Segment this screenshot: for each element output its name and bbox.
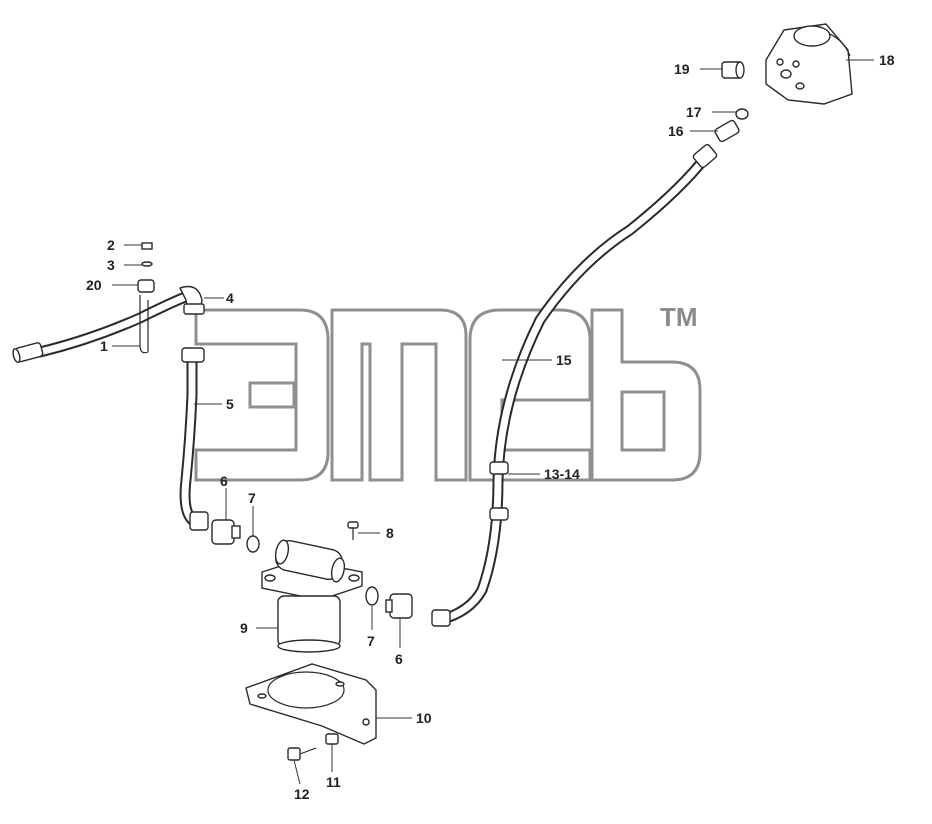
callout-17: 17 [686, 104, 702, 120]
watermark-letter-1 [194, 308, 330, 482]
callout-1: 1 [100, 338, 108, 354]
callout-2: 2 [107, 237, 115, 253]
callout-18: 18 [879, 52, 895, 68]
fitting-part-16 [714, 119, 740, 143]
watermark-letter-1-bar [248, 381, 296, 409]
bolt-part-2 [141, 242, 153, 250]
leader-lines [112, 59, 874, 785]
o-ring-part-7-left [246, 535, 260, 553]
watermark-logo: TM [194, 302, 702, 482]
watermark-tm: TM [660, 302, 698, 332]
o-ring-part-17 [735, 108, 749, 120]
callout-5: 5 [226, 396, 234, 412]
callout-11: 11 [326, 774, 341, 790]
bracket-part-10 [245, 663, 377, 745]
hose-part-5 [179, 347, 209, 531]
adapter-part-6-left [211, 519, 241, 545]
callout-13-14: 13-14 [544, 466, 580, 482]
left-upper-hose [12, 285, 205, 364]
callout-16: 16 [668, 123, 684, 139]
hose-15-bottom-fitting [431, 609, 451, 627]
callout-9: 9 [240, 620, 248, 636]
callout-3: 3 [107, 257, 115, 273]
adapter-part-6-right [385, 593, 413, 619]
callout-10: 10 [416, 710, 432, 726]
callout-6-right: 6 [395, 651, 403, 667]
callout-15: 15 [556, 352, 572, 368]
hose-part-15 [431, 143, 718, 627]
hose-5-bottom-fitting [189, 511, 209, 531]
filter-assembly-part-9 [261, 539, 363, 653]
hose-end-fitting-left [12, 342, 44, 364]
nut-part-11 [325, 733, 339, 745]
hose-5-top-fitting [181, 347, 205, 363]
fitting-part-19 [721, 61, 745, 79]
callout-4: 4 [226, 290, 234, 306]
clip-assembly [137, 242, 155, 354]
clamp-part-20 [137, 279, 155, 293]
callout-7-left: 7 [248, 490, 256, 506]
callout-12: 12 [294, 786, 310, 802]
callout-labels: 2 3 20 1 4 5 6 7 8 9 7 6 10 11 12 15 13-… [86, 52, 895, 802]
watermark-letter-3 [468, 308, 592, 482]
callout-7-right: 7 [367, 633, 375, 649]
callout-6-left: 6 [220, 473, 228, 489]
bolt-part-12 [287, 747, 317, 761]
o-ring-part-7-right [365, 586, 379, 606]
hose-15-top-fitting [692, 143, 718, 169]
elbow-fitting-part-4 [179, 285, 205, 315]
clip-part-1 [139, 295, 149, 354]
clamps-part-13-14 [489, 461, 509, 521]
washer-part-3 [141, 261, 153, 267]
callout-19: 19 [674, 61, 690, 77]
watermark-letter-4 [590, 308, 702, 482]
steering-unit-part-18 [765, 23, 853, 105]
screw-part-8 [347, 521, 359, 540]
callout-8: 8 [386, 525, 394, 541]
callout-20: 20 [86, 277, 102, 293]
watermark-letter-2 [330, 308, 468, 482]
